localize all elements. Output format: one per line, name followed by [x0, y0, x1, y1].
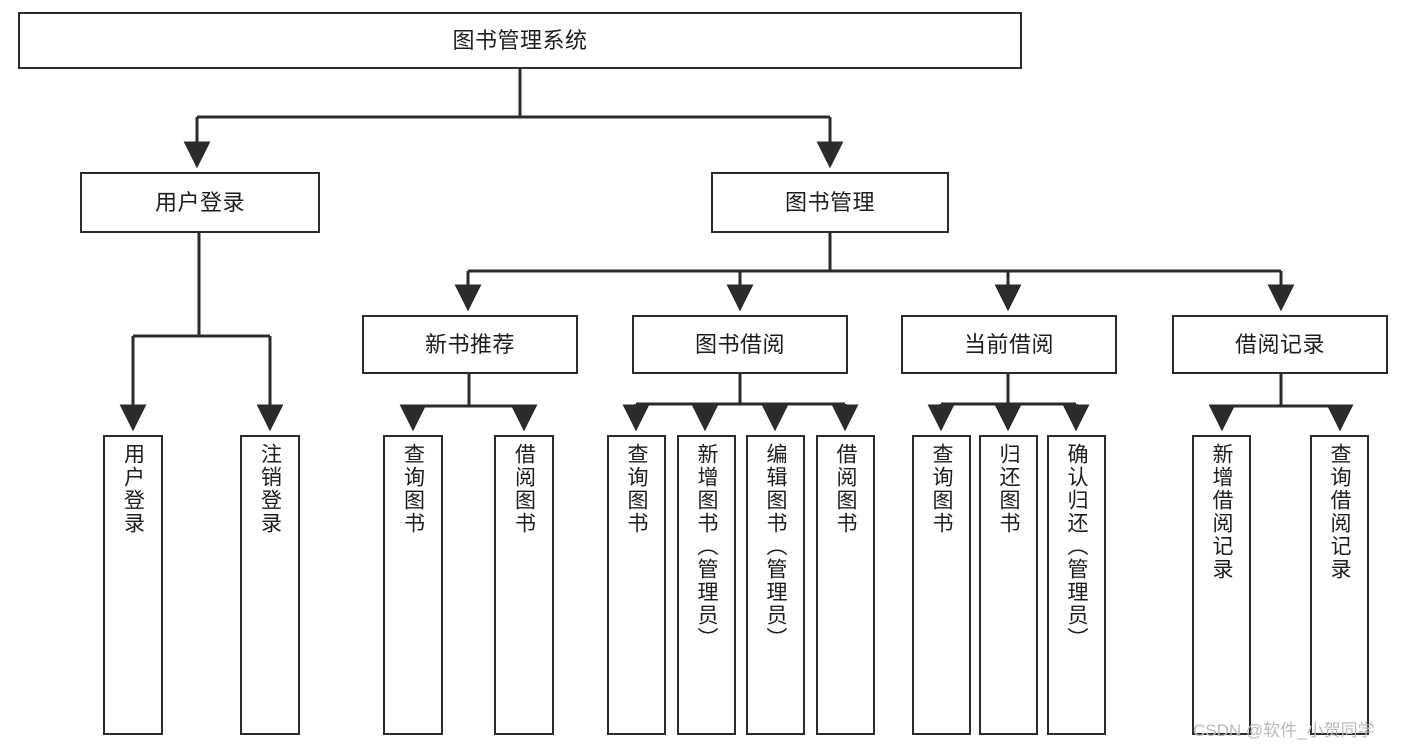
node-leaf-query-book-1-label: 查询图书: [401, 443, 425, 535]
node-book-manage[interactable]: 图书管理: [711, 172, 949, 233]
csdn-watermark: CSDN @软件_小贺同学: [1193, 721, 1375, 740]
node-leaf-user-login[interactable]: 用户登录: [103, 435, 163, 735]
node-leaf-query-book-2[interactable]: 查询图书: [607, 435, 666, 735]
node-current-borrow[interactable]: 当前借阅: [901, 315, 1117, 374]
node-leaf-query-record[interactable]: 查询借阅记录: [1310, 435, 1369, 735]
node-book-borrow-label: 图书借阅: [694, 331, 785, 357]
node-current-borrow-label: 当前借阅: [963, 331, 1054, 357]
node-book-borrow[interactable]: 图书借阅: [632, 315, 848, 374]
node-borrow-record-label: 借阅记录: [1234, 331, 1325, 357]
node-new-book-recommend[interactable]: 新书推荐: [362, 315, 578, 374]
node-borrow-record[interactable]: 借阅记录: [1172, 315, 1388, 374]
node-leaf-query-book-1[interactable]: 查询图书: [383, 435, 443, 735]
node-leaf-add-record-label: 新增借阅记录: [1210, 443, 1233, 581]
node-leaf-borrow-book-2[interactable]: 借阅图书: [816, 435, 875, 735]
node-leaf-user-login-label: 用户登录: [121, 443, 145, 535]
node-leaf-query-record-label: 查询借阅记录: [1328, 443, 1351, 581]
node-new-book-recommend-label: 新书推荐: [424, 331, 515, 357]
node-leaf-edit-book-label: 编辑图书（管理员）: [764, 443, 787, 650]
node-root-label: 图书管理系统: [452, 27, 588, 53]
node-leaf-query-book-3-label: 查询图书: [930, 443, 953, 535]
node-root[interactable]: 图书管理系统: [18, 12, 1022, 69]
node-leaf-return-book-label: 归还图书: [997, 443, 1020, 535]
node-leaf-return-book[interactable]: 归还图书: [979, 435, 1038, 735]
node-leaf-query-book-2-label: 查询图书: [625, 443, 648, 535]
node-user-login[interactable]: 用户登录: [80, 172, 320, 233]
node-leaf-borrow-book-2-label: 借阅图书: [834, 443, 857, 535]
node-leaf-add-record[interactable]: 新增借阅记录: [1192, 435, 1251, 735]
node-leaf-confirm-return[interactable]: 确认归还（管理员）: [1047, 435, 1106, 735]
node-leaf-borrow-book-1-label: 借阅图书: [512, 443, 536, 535]
node-leaf-borrow-book-1[interactable]: 借阅图书: [494, 435, 554, 735]
node-leaf-edit-book[interactable]: 编辑图书（管理员）: [746, 435, 805, 735]
node-leaf-query-book-3[interactable]: 查询图书: [912, 435, 971, 735]
node-leaf-logout[interactable]: 注销登录: [240, 435, 300, 735]
node-user-login-label: 用户登录: [154, 189, 245, 215]
node-book-manage-label: 图书管理: [784, 189, 875, 215]
node-leaf-add-book[interactable]: 新增图书（管理员）: [677, 435, 736, 735]
node-leaf-add-book-label: 新增图书（管理员）: [695, 443, 718, 650]
node-leaf-logout-label: 注销登录: [258, 443, 282, 535]
node-leaf-confirm-return-label: 确认归还（管理员）: [1065, 443, 1088, 650]
